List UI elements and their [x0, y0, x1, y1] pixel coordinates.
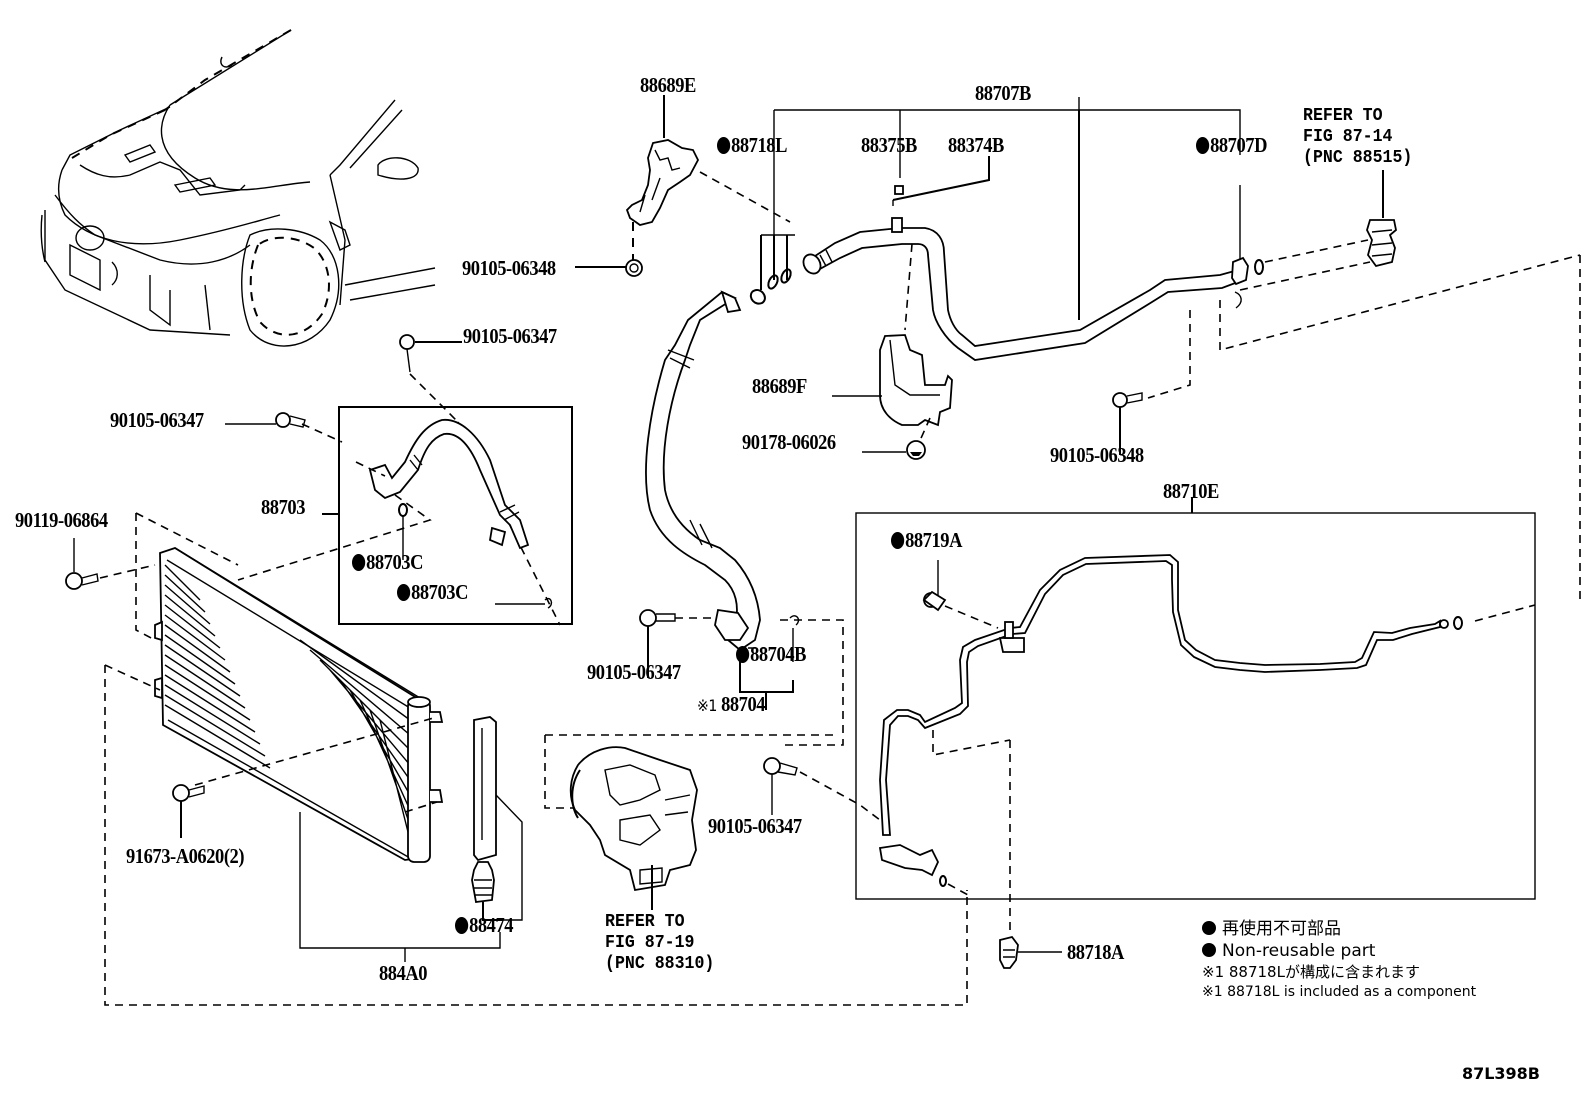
sensor-88718a-icon	[999, 935, 1062, 969]
part-label-90178-06026[interactable]: 90178-06026	[742, 430, 836, 454]
nonreusable-marker-icon	[736, 646, 750, 663]
figure-id: 87L398B	[1461, 1064, 1540, 1083]
nonreusable-marker-icon	[352, 554, 366, 571]
part-label-88374b[interactable]: 88374B	[948, 133, 1004, 157]
part-label-90105-06347-left[interactable]: 90105-06347	[110, 408, 204, 432]
nonreusable-bullet-icon	[1202, 943, 1216, 957]
part-label-91673-a0620[interactable]: 91673-A0620(2)	[126, 844, 245, 868]
part-label-88719a[interactable]: 88719A	[891, 530, 962, 551]
condenser-fins	[164, 564, 411, 841]
part-label-90105-06348-right[interactable]: 90105-06348	[1050, 443, 1144, 467]
part-label-90105-06348-left[interactable]: 90105-06348	[462, 256, 556, 280]
bracket-88689e-icon	[625, 95, 791, 277]
part-label-88474[interactable]: 88474	[455, 915, 514, 936]
part-label-88689e[interactable]: 88689E	[640, 73, 696, 97]
legend-note1-jp: ※1 88718Lが構成に含まれます	[1202, 963, 1420, 981]
nonreusable-marker-icon	[717, 137, 731, 154]
refer-part-88515-icon	[1147, 170, 1581, 605]
legend: 再使用不可部品 Non-reusable part ※1 88718Lが構成に含…	[1202, 918, 1476, 1002]
part-label-88707d[interactable]: 88707D	[1196, 135, 1267, 156]
leader-lines	[73, 266, 626, 545]
part-label-884a0[interactable]: 884A0	[379, 961, 428, 985]
part-label-90105-06347-top[interactable]: 90105-06347	[463, 324, 557, 348]
part-label-88689f[interactable]: 88689F	[752, 374, 807, 398]
legend-nonreusable-en: Non-reusable part	[1202, 940, 1476, 962]
part-label-88704[interactable]: ※1 88704	[697, 692, 766, 716]
part-label-88710e[interactable]: 88710E	[1163, 479, 1219, 503]
nonreusable-marker-icon	[455, 917, 469, 934]
nonreusable-marker-icon	[1196, 137, 1210, 154]
compressor-icon	[544, 734, 835, 910]
part-label-88707b[interactable]: 88707B	[975, 81, 1031, 105]
tube-88707b-icon	[749, 97, 1264, 361]
bolt-90105-06347-hose-icon	[639, 609, 676, 678]
part-label-88718a[interactable]: 88718A	[1067, 940, 1124, 964]
part-label-88375b[interactable]: 88375B	[861, 133, 917, 157]
nonreusable-marker-icon	[397, 584, 411, 601]
part-label-88704b[interactable]: 88704B	[736, 644, 806, 665]
bolt-91673-a0620-icon	[172, 784, 205, 838]
vehicle-location-icon	[40, 29, 436, 347]
bolt-90119-06864-icon	[65, 512, 239, 641]
bracket-88689f-icon	[832, 243, 953, 460]
reference-fig-87-19[interactable]: REFER TO FIG 87-19 (PNC 88310)	[605, 912, 715, 974]
part-label-90105-06347-hose[interactable]: 90105-06347	[587, 660, 681, 684]
part-label-88718l[interactable]: 88718L	[717, 135, 787, 156]
bolt-90105-06347-compressor-icon	[763, 757, 881, 821]
legend-note1-en: ※1 88718L is included as a component	[1202, 984, 1477, 1000]
legend-nonreusable-jp: 再使用不可部品	[1202, 918, 1476, 940]
part-label-90119-06864[interactable]: 90119-06864	[15, 508, 108, 532]
part-label-88703c-upper[interactable]: 88703C	[352, 552, 423, 573]
nonreusable-marker-icon	[891, 532, 905, 549]
part-label-90105-06347-compressor[interactable]: 90105-06347	[708, 814, 802, 838]
reference-fig-87-14[interactable]: REFER TO FIG 87-14 (PNC 88515)	[1303, 106, 1413, 168]
hose-88704-icon	[645, 290, 844, 746]
tube-88710e-icon	[855, 497, 1536, 935]
part-label-88703c-lower[interactable]: 88703C	[397, 582, 468, 603]
bolt-90105-06348-right-icon	[1112, 392, 1143, 455]
nonreusable-bullet-icon	[1202, 921, 1216, 935]
part-label-88703[interactable]: 88703	[261, 495, 305, 519]
condenser-884a0-icon	[104, 547, 968, 1006]
desiccant-88474-icon	[471, 716, 523, 921]
